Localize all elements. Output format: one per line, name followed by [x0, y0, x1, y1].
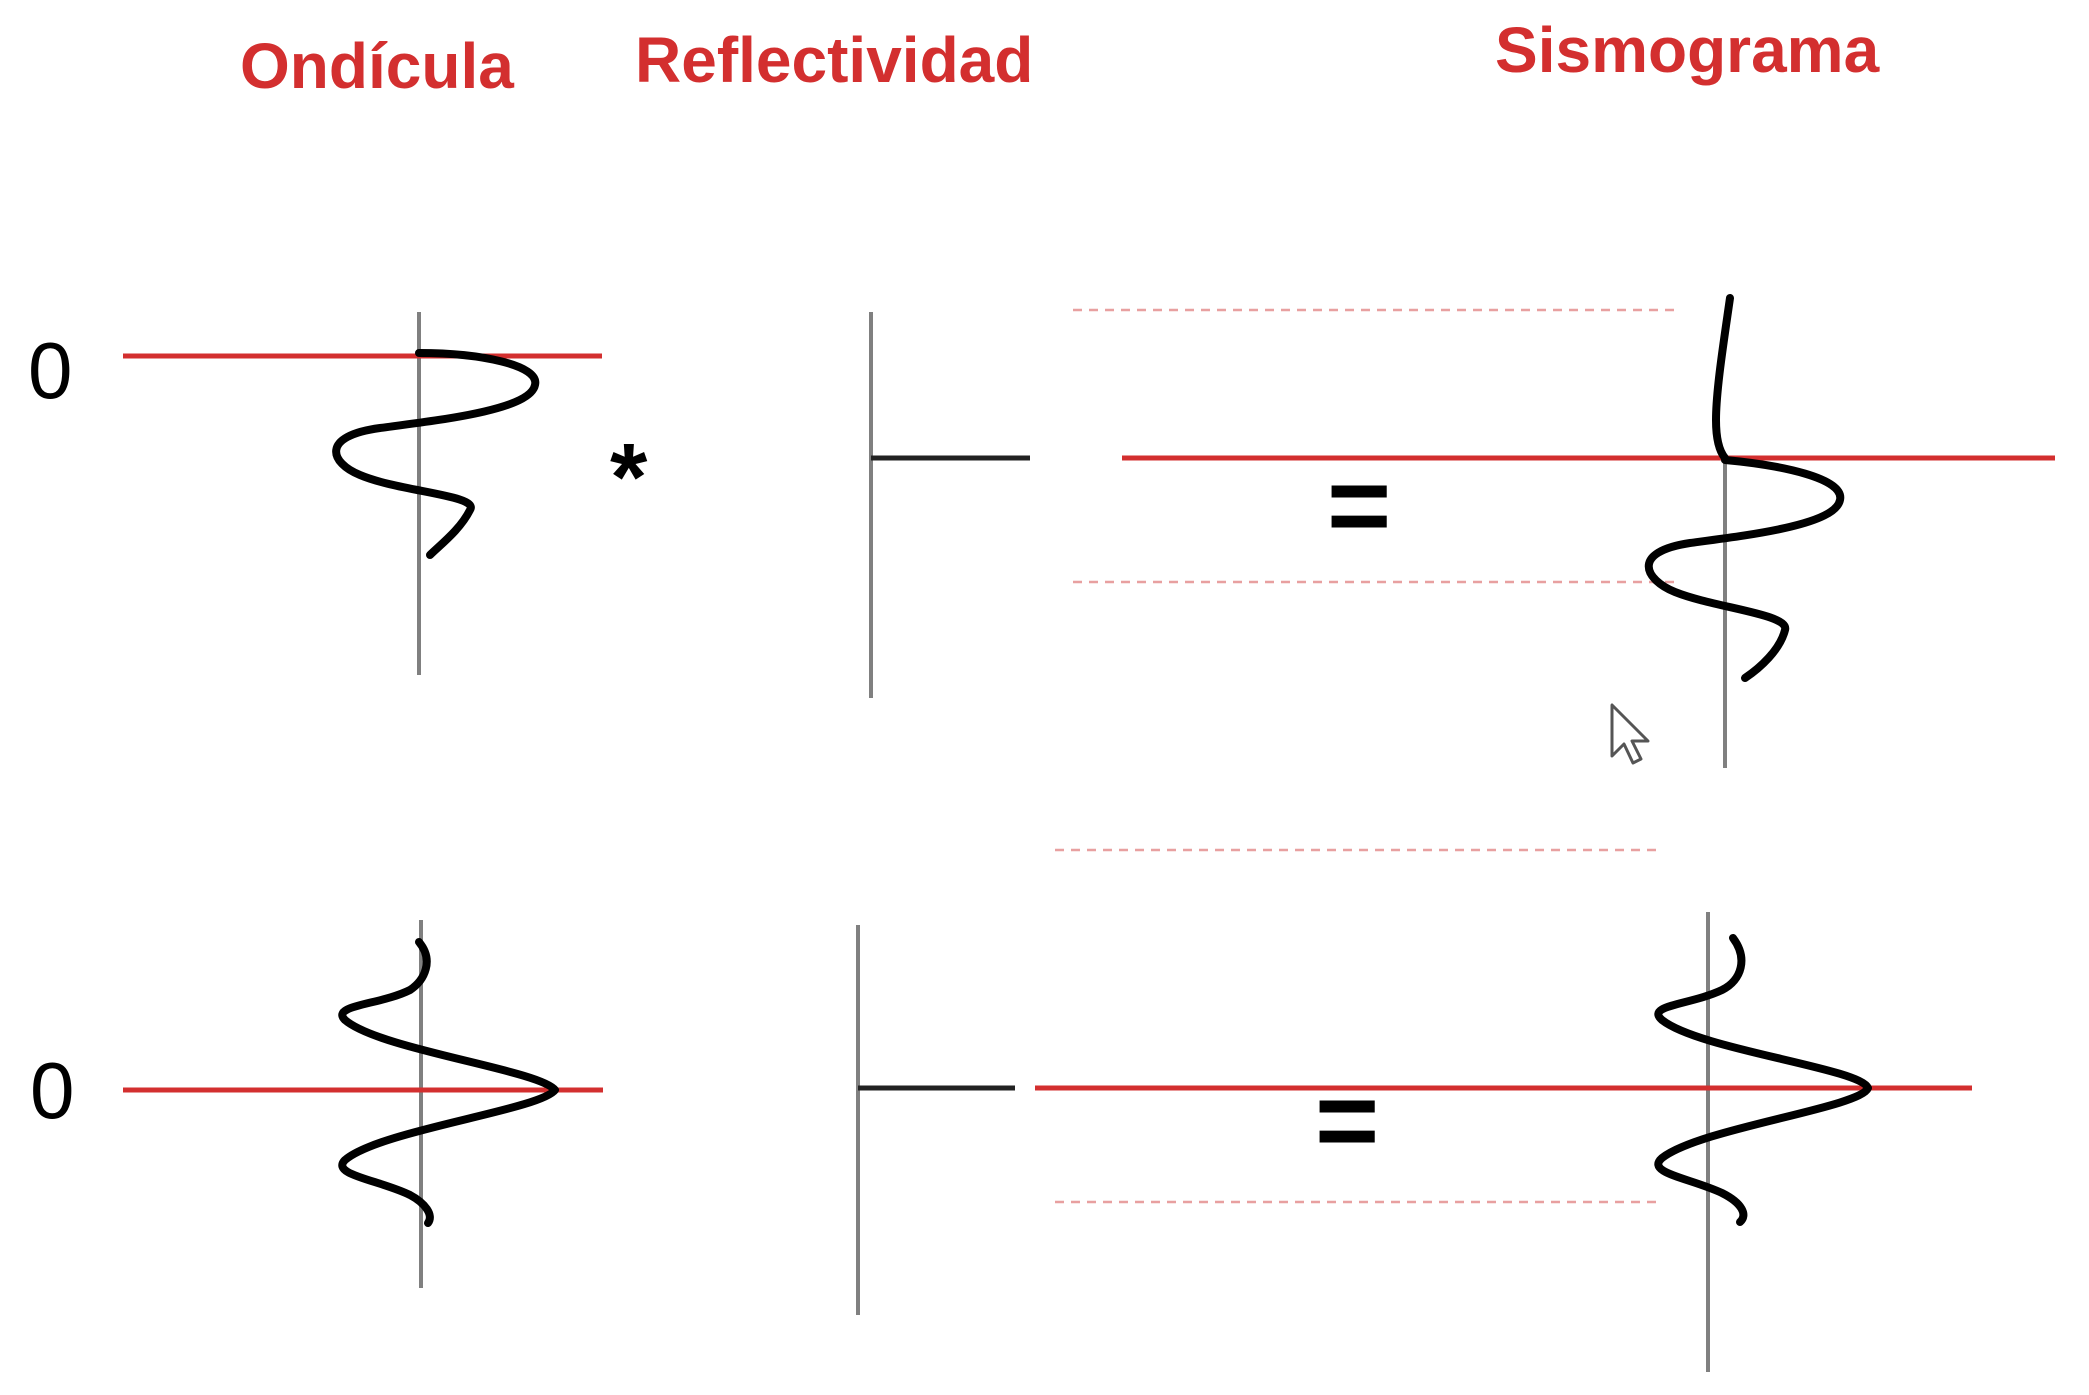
row-1-seismogram-trace-upper — [1712, 294, 1734, 462]
cursor-arrow-icon — [1610, 703, 1650, 765]
row-2-seismogram-trace — [1654, 934, 1872, 1226]
header-reflectivity: Reflectividad — [635, 24, 1033, 96]
row-1-zero-label: 0 — [28, 326, 73, 415]
header-seismogram: Sismograma — [1495, 14, 1880, 86]
row-1-convolution-operator: * — [610, 424, 648, 531]
row-2: 0 = — [30, 848, 1972, 1372]
row-2-wavelet-trace — [338, 938, 559, 1227]
header-wavelet: Ondícula — [240, 30, 514, 102]
row-1-equals-sign: = — [1327, 444, 1391, 567]
row-1: 0 * = — [28, 294, 2055, 768]
row-2-equals-sign: = — [1315, 1059, 1379, 1182]
row-1-wavelet-trace — [332, 349, 540, 559]
row-2-zero-label: 0 — [30, 1046, 75, 1135]
row-1-seismogram-trace-lower — [1644, 456, 1845, 682]
